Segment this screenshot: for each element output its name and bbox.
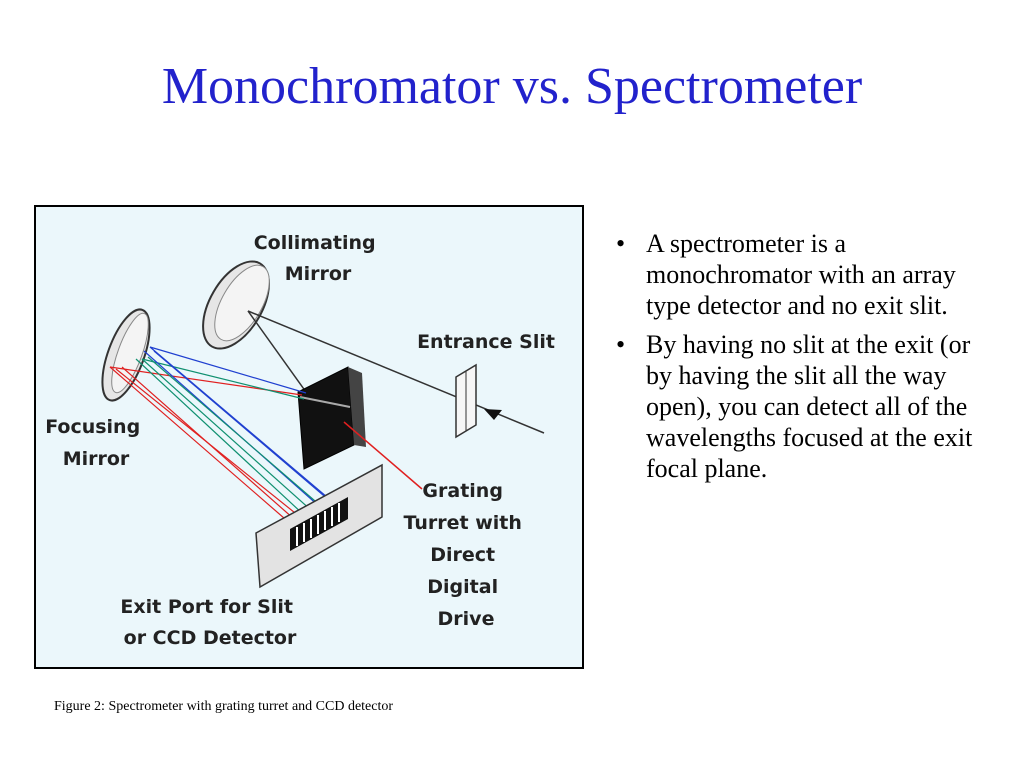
bullet-symbol: • bbox=[616, 229, 626, 258]
input-beam bbox=[247, 310, 545, 434]
bullet-item: • By having no slit at the exit (or by h… bbox=[610, 329, 990, 484]
bullet-text: By having no slit at the exit (or by hav… bbox=[646, 330, 973, 483]
figure-caption: Figure 2: Spectrometer with grating turr… bbox=[54, 699, 394, 714]
collimating-mirror-label: Collimating Mirror bbox=[254, 232, 383, 285]
slide-title: Monochromator vs. Spectrometer bbox=[161, 58, 863, 115]
dispersed-rays bbox=[109, 346, 335, 526]
collimating-mirror bbox=[202, 260, 270, 350]
spectrometer-figure: Collimating Mirror Entrance Slit Focusin… bbox=[34, 205, 584, 669]
bullet-symbol: • bbox=[616, 330, 626, 359]
focusing-mirror-label: Focusing Mirror bbox=[45, 416, 147, 470]
bullet-text: A spectrometer is a monochromator with a… bbox=[646, 229, 956, 320]
grating-label-pointer bbox=[343, 421, 423, 490]
bullet-item: • A spectrometer is a monochromator with… bbox=[610, 228, 990, 321]
grating-turret bbox=[297, 366, 366, 470]
entrance-slit-label: Entrance Slit bbox=[417, 331, 555, 353]
beam-arrow-icon bbox=[484, 409, 502, 420]
grating-turret-label: Grating Turret with Direct Digital Drive bbox=[403, 480, 528, 630]
exit-port-label: Exit Port for Slit or CCD Detector bbox=[120, 596, 299, 649]
spectrometer-diagram: Collimating Mirror Entrance Slit Focusin… bbox=[45, 232, 555, 649]
entrance-slit bbox=[455, 363, 477, 439]
bullet-list: • A spectrometer is a monochromator with… bbox=[610, 228, 990, 492]
exit-port bbox=[255, 463, 383, 589]
